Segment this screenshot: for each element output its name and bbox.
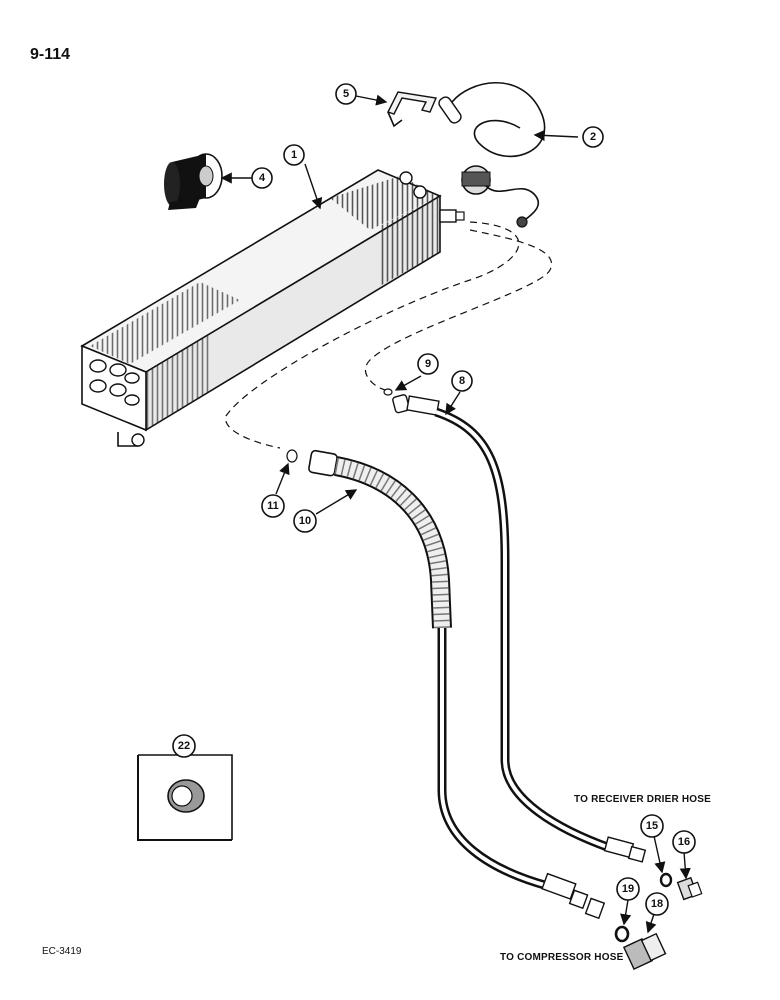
svg-text:18: 18: [651, 898, 663, 910]
callout-15: 15: [640, 814, 664, 838]
callout-22: 22: [172, 734, 196, 758]
fitting-16: [676, 876, 703, 901]
leader-lines: [220, 94, 691, 934]
callout-5: 5: [335, 83, 357, 105]
page-number: 9-114: [30, 46, 71, 63]
svg-text:5: 5: [343, 88, 349, 100]
callout-16: 16: [672, 830, 696, 854]
o-ring-19: [614, 925, 630, 943]
o-ring-15: [659, 872, 673, 888]
svg-text:15: 15: [646, 820, 658, 832]
svg-text:16: 16: [678, 836, 690, 848]
note-compressor-hose: TO COMPRESSOR HOSE: [500, 952, 624, 963]
svg-text:10: 10: [299, 515, 311, 527]
svg-text:1: 1: [291, 149, 297, 161]
callout-11: 11: [261, 494, 285, 518]
callout-10: 10: [293, 509, 317, 533]
callout-19: 19: [616, 877, 640, 901]
svg-text:4: 4: [259, 172, 266, 184]
expansion-valve-capillary: [438, 81, 546, 228]
bracket-clip: [387, 91, 437, 128]
thermostat-sensor: [164, 153, 223, 210]
o-ring-9: [383, 388, 393, 396]
svg-text:9: 9: [425, 358, 431, 370]
evaporator-core: [80, 169, 465, 447]
hose-10: [308, 449, 606, 920]
svg-text:19: 19: [622, 883, 634, 895]
routing-dashed-lines: [225, 221, 553, 449]
callout-1: 1: [283, 144, 305, 166]
callout-8: 8: [451, 370, 473, 392]
grommet-inset: [137, 754, 233, 841]
fitting-18: [622, 932, 667, 971]
note-receiver-drier-hose: TO RECEIVER DRIER HOSE: [574, 794, 712, 805]
callout-9: 9: [417, 353, 439, 375]
svg-text:8: 8: [459, 375, 465, 387]
callout-4: 4: [251, 167, 273, 189]
svg-text:2: 2: [590, 131, 596, 143]
callout-18: 18: [645, 892, 669, 916]
svg-text:22: 22: [178, 740, 190, 752]
o-ring-11: [286, 449, 298, 463]
svg-text:11: 11: [267, 500, 279, 512]
hose-8: [392, 394, 647, 863]
reference-code: EC-3419: [42, 946, 82, 957]
callout-2: 2: [582, 126, 604, 148]
